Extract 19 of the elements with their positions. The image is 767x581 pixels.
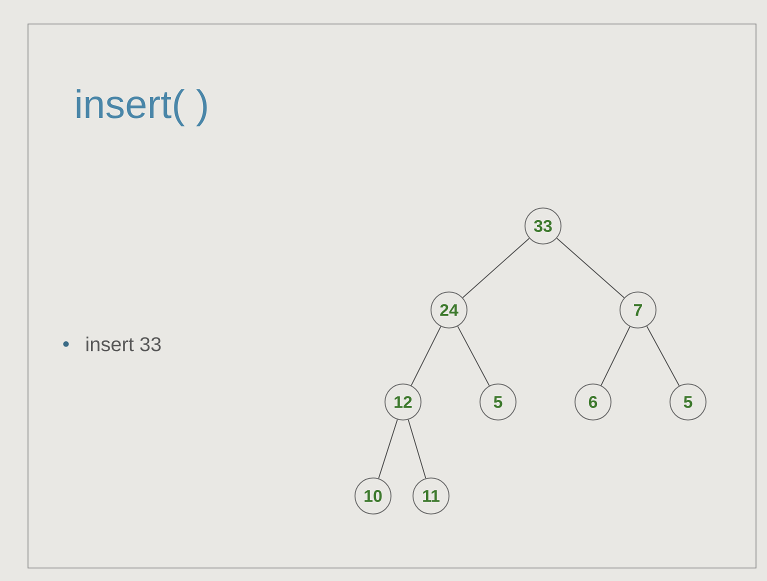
slide-title: insert( ): [76, 89, 207, 126]
tree-edge: [378, 419, 398, 479]
tree-node: 6: [574, 384, 612, 420]
tree-node: 7: [620, 292, 656, 328]
tree-node: 33: [524, 208, 562, 244]
tree-node: 5: [480, 384, 516, 420]
tree-edge: [410, 326, 442, 386]
tree-node: 12: [384, 384, 422, 420]
tree-node: 11: [412, 478, 450, 514]
tree-edge: [462, 238, 530, 298]
tree-node: 5: [670, 384, 706, 420]
bullet-item: insert 33: [63, 336, 161, 352]
tree-edge: [556, 238, 625, 298]
tree-edge: [646, 326, 680, 386]
tree-node: 10: [354, 478, 392, 514]
tree-edge: [408, 419, 426, 479]
tree-edge: [457, 326, 490, 386]
tree-edge: [600, 326, 630, 386]
tree-node: 24: [430, 292, 468, 328]
